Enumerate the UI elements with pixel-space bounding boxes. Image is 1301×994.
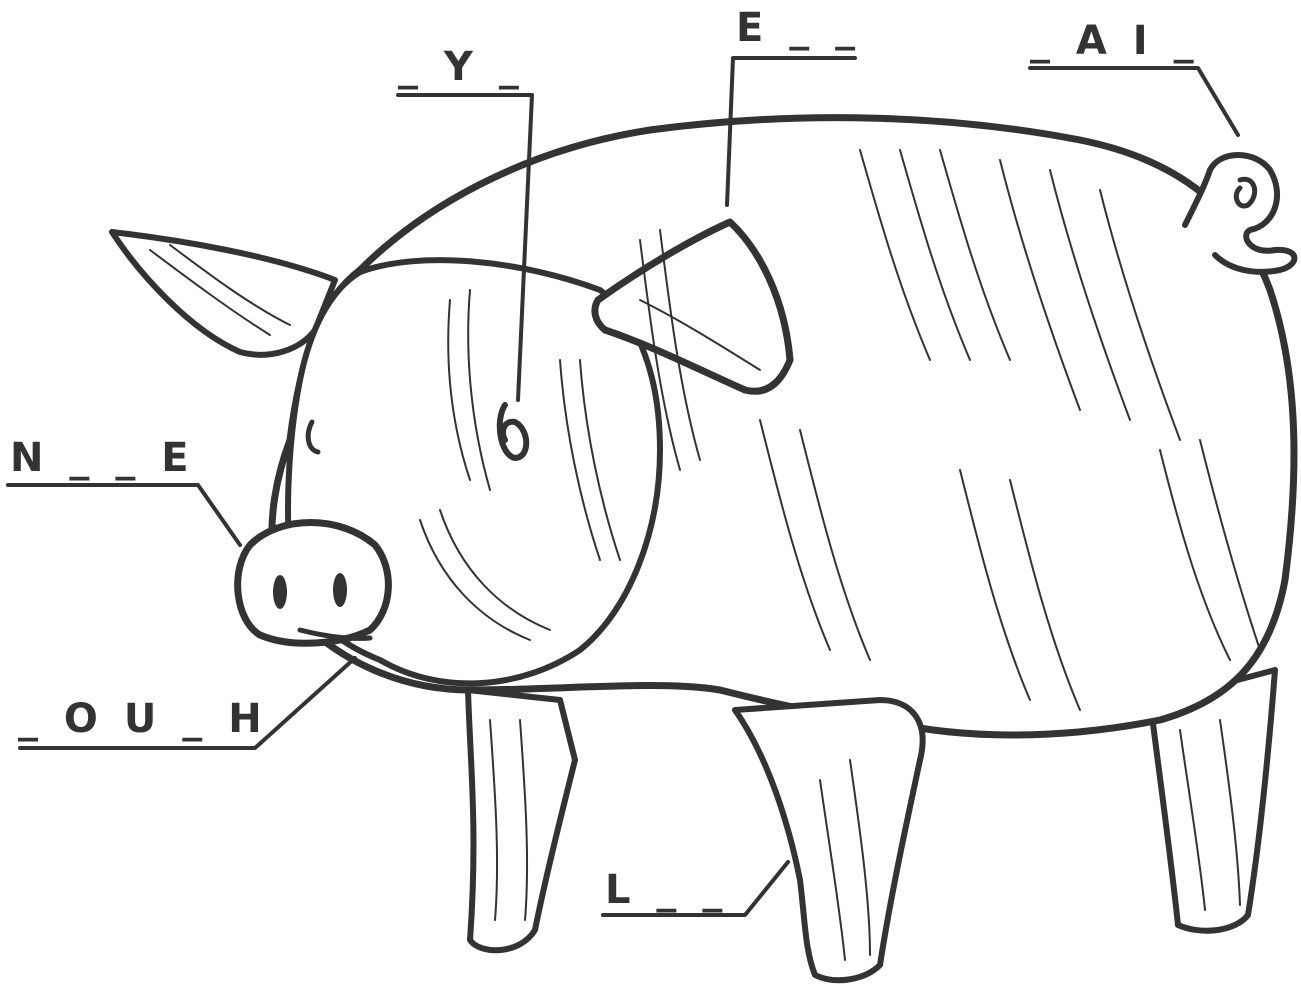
label-leg: L _ _ xyxy=(605,867,729,913)
label-mouth: _ O U _ H xyxy=(18,696,268,742)
pig-nostril-right xyxy=(333,573,347,607)
leader-ear xyxy=(725,56,857,207)
pig-hatching xyxy=(149,149,1261,961)
leader-eye xyxy=(396,93,534,402)
pig-eye-far xyxy=(305,419,321,455)
label-ear: E _ _ xyxy=(736,5,862,51)
pig-leg-back-left xyxy=(465,687,578,954)
pig-eye xyxy=(496,402,530,461)
leader-mouth xyxy=(18,656,357,750)
pig-nostril-left xyxy=(273,575,287,609)
pig-snout xyxy=(234,519,392,647)
pig-illustration xyxy=(109,114,1298,984)
label-eye: _ Y _ xyxy=(398,44,525,90)
pig-ear-far xyxy=(109,229,338,358)
pig-tail-curl xyxy=(1233,176,1258,209)
leader-leg xyxy=(601,860,790,917)
pig-mouth-line xyxy=(297,627,373,641)
leader-tail xyxy=(1028,66,1240,137)
pig-ear-near xyxy=(591,218,794,395)
label-nose: N _ _ E xyxy=(10,435,195,481)
pig-tail xyxy=(1182,152,1298,275)
label-tail: _ A I _ xyxy=(1030,18,1200,64)
leader-lines xyxy=(6,56,1240,917)
leader-nose xyxy=(6,483,242,547)
